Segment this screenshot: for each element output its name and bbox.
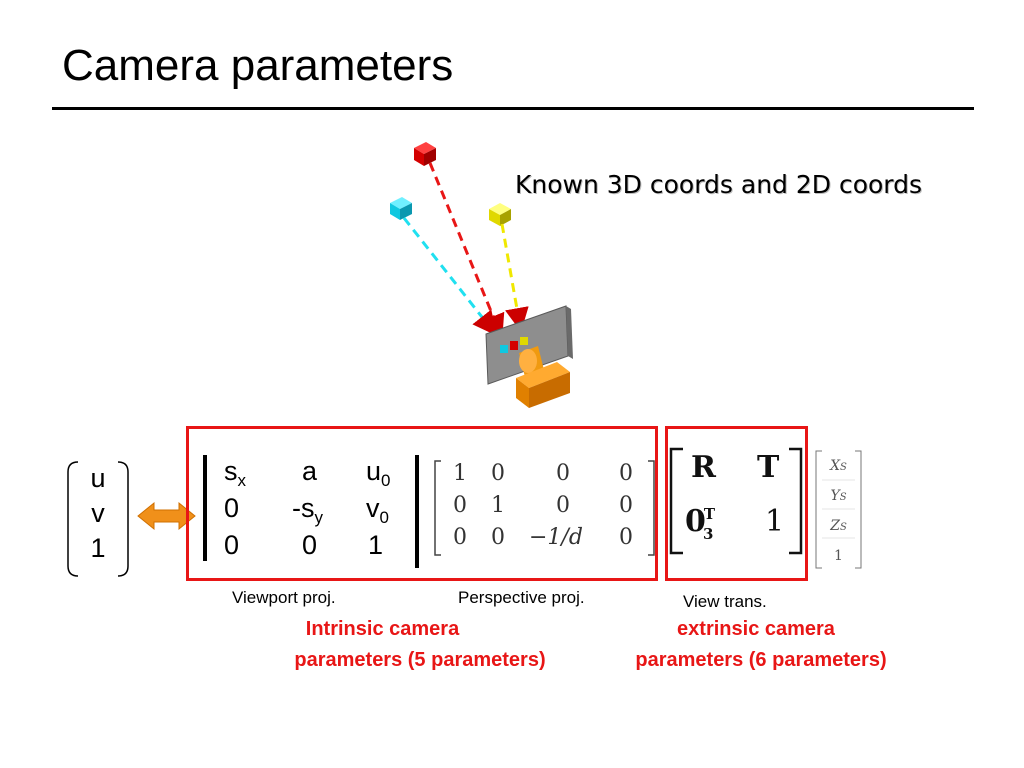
vp-cell-2-2: 1 (368, 530, 384, 560)
persp-left-bracket (434, 460, 441, 556)
intrinsic-caption-line1: Intrinsic camera (305, 618, 460, 640)
pp-cell-0-2: 0 (556, 461, 570, 486)
intrinsic-caption-line2: parameters (5 parameters) (294, 649, 546, 671)
view-zero-block: 0T3 (685, 504, 716, 543)
cyan-ray (402, 217, 497, 336)
image-plane (485, 305, 573, 385)
pp-cell-0-0: 1 (453, 461, 467, 486)
uv-1: 1 (90, 533, 106, 563)
extrinsic-caption: extrinsic camera parameters (6 parameter… (596, 614, 926, 676)
extrinsic-caption-line2: parameters (6 parameters) (635, 649, 887, 671)
double-arrow-icon (137, 501, 196, 531)
extrinsic-box (665, 426, 808, 581)
pp-cell-1-3: 0 (619, 493, 633, 518)
uv-u: u (90, 463, 106, 493)
world-vector: XS YS ZS 1 (822, 452, 855, 571)
world-left-bracket (815, 450, 822, 569)
pp-cell-0-1: 0 (491, 461, 505, 486)
view-left-bracket (669, 447, 683, 555)
uv-left-bracket (67, 461, 79, 577)
view-one: 1 (765, 504, 785, 539)
vp-cell-1-0: 0 (224, 493, 240, 523)
intrinsic-box (186, 426, 658, 581)
cyan-cube-icon (390, 197, 412, 220)
title-divider (52, 107, 974, 110)
pp-cell-1-2: 0 (556, 493, 570, 518)
vp-cell-2-0: 0 (224, 530, 240, 560)
page-title: Camera parameters (62, 41, 454, 90)
red-ray (428, 162, 505, 339)
pp-cell-2-3: 0 (619, 525, 633, 550)
pp-cell-1-0: 0 (453, 493, 467, 518)
extrinsic-caption-line1: extrinsic camera (677, 618, 835, 640)
world-right-bracket (855, 450, 862, 569)
view-matrix: R T 0T3 1 (685, 446, 789, 556)
vp-cell-1-2: v0 (366, 493, 389, 527)
world-one: 1 (834, 548, 843, 564)
pp-cell-0-3: 0 (619, 461, 633, 486)
vp-cell-0-2: u0 (366, 456, 391, 490)
pp-cell-2-2: −1/d (529, 525, 583, 550)
uv-v: v (91, 498, 105, 528)
perspective-matrix: 1 0 0 0 0 1 0 0 0 0 −1/d 0 (443, 458, 648, 558)
uv-right-bracket (117, 461, 129, 577)
world-y: YS (830, 488, 847, 504)
caption-view: View trans. (683, 592, 767, 611)
pp-cell-2-1: 0 (491, 525, 505, 550)
red-cube-icon (414, 142, 436, 166)
uv-vector: u v 1 (80, 461, 116, 566)
pp-cell-2-0: 0 (453, 525, 467, 550)
intrinsic-caption: Intrinsic camera parameters (5 parameter… (250, 614, 590, 676)
yellow-ray (500, 223, 529, 332)
view-T: T (757, 450, 780, 485)
yellow-cube-icon (489, 203, 511, 226)
view-R: R (691, 450, 716, 485)
caption-perspective: Perspective proj. (458, 588, 585, 607)
known-coords-label: Known 3D coords and 2D coords (515, 170, 923, 199)
pp-cell-1-1: 1 (491, 493, 505, 518)
viewport-matrix: sx a u0 0 -sy v0 0 0 1 (214, 454, 414, 564)
caption-viewport: Viewport proj. (232, 588, 336, 607)
world-z: ZS (830, 518, 847, 534)
vp-cell-1-1: -sy (292, 493, 323, 527)
persp-right-bracket (648, 460, 655, 556)
view-right-bracket (789, 447, 803, 555)
camera-icon (516, 346, 570, 408)
vp-cell-2-1: 0 (302, 530, 318, 560)
vp-cell-0-0: sx (224, 456, 246, 490)
world-x: XS (830, 458, 847, 474)
vp-cell-0-1: a (302, 456, 318, 486)
